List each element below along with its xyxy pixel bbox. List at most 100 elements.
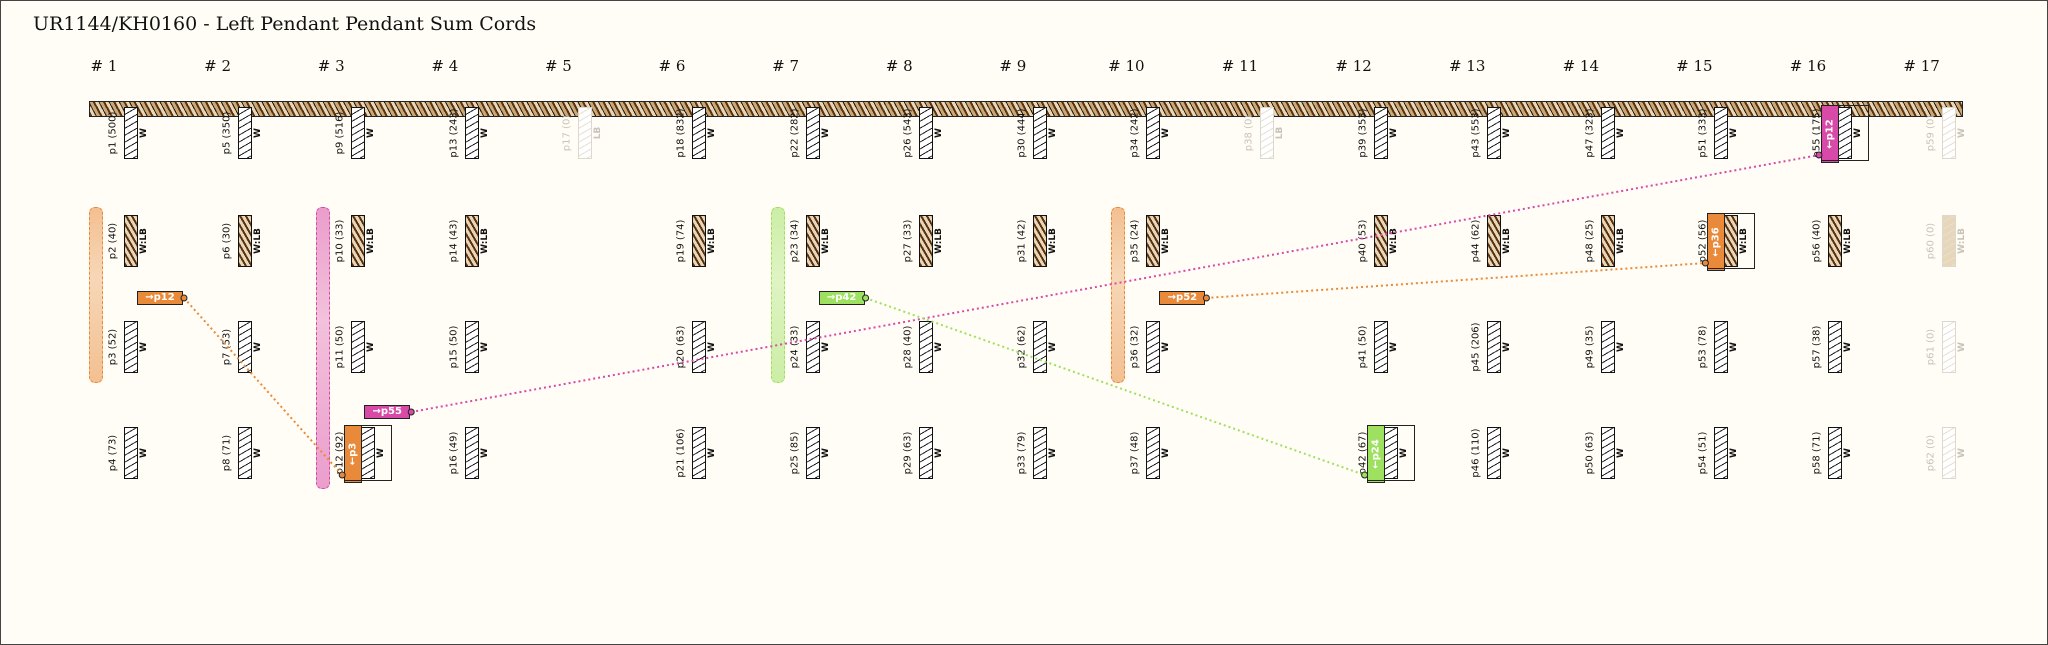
knot-box bbox=[1146, 107, 1161, 159]
pendant-cord[interactable]: p30 (444)W bbox=[1012, 105, 1072, 161]
link-endpoint bbox=[1361, 471, 1369, 479]
pendant-cord[interactable]: p31 (42)W:LB bbox=[1012, 213, 1072, 269]
pendant-cord[interactable]: p33 (79)W bbox=[1012, 425, 1072, 481]
pendant-cord[interactable]: p39 (353)W bbox=[1353, 105, 1413, 161]
sum-link-line bbox=[411, 154, 1820, 413]
pendant-cord[interactable]: p35 (24)W:LB bbox=[1125, 213, 1185, 269]
knot-box bbox=[805, 107, 820, 159]
pendant-cord[interactable]: p36 (32)W bbox=[1125, 319, 1185, 375]
sum-cord-frame bbox=[1821, 105, 1869, 161]
link-endpoint bbox=[1815, 151, 1823, 159]
knot-box bbox=[124, 427, 138, 479]
pendant-cord[interactable]: p53 (78)W bbox=[1693, 319, 1753, 375]
pendant-cord[interactable]: p21 (106)W bbox=[671, 425, 731, 481]
pendant-cord[interactable]: p5 (350)W bbox=[217, 105, 277, 161]
sum-link-line bbox=[865, 297, 1365, 476]
knot-box bbox=[361, 427, 376, 479]
pendant-cord[interactable]: p57 (38)W bbox=[1807, 319, 1867, 375]
pendant-cord[interactable]: p51 (333)W bbox=[1693, 105, 1753, 161]
pendant-cord[interactable]: p29 (63)W bbox=[898, 425, 958, 481]
knot-box bbox=[578, 107, 593, 159]
pendant-cord[interactable]: p8 (71)W bbox=[217, 425, 277, 481]
pendant-cord[interactable]: p28 (40)W bbox=[898, 319, 958, 375]
pendant-cord[interactable]: p41 (50)W bbox=[1353, 319, 1413, 375]
knot-box bbox=[1828, 321, 1842, 373]
pendant-cord[interactable]: p1 (500)W bbox=[103, 105, 163, 161]
pendant-cord[interactable]: p59 (0)W bbox=[1921, 105, 1981, 161]
pendant-cord[interactable]: p46 (110)W bbox=[1466, 425, 1526, 481]
pendant-cord[interactable]: p14 (43)W:LB bbox=[444, 213, 504, 269]
pendant-cord[interactable]: p27 (33)W:LB bbox=[898, 213, 958, 269]
knot-box bbox=[1600, 321, 1615, 373]
knot-box bbox=[1032, 107, 1047, 159]
pendant-cord[interactable]: p2 (40)W:LB bbox=[103, 213, 163, 269]
pendant-cord[interactable]: p15 (50)W bbox=[444, 319, 504, 375]
pendant-cord[interactable]: p18 (832)W bbox=[671, 105, 731, 161]
pendant-cord[interactable]: p16 (49)W bbox=[444, 425, 504, 481]
pendant-cord[interactable]: p25 (85)W bbox=[785, 425, 845, 481]
knot-box bbox=[1373, 107, 1388, 159]
pendant-cord[interactable]: p62 (0)W bbox=[1921, 425, 1981, 481]
pendant-cord[interactable]: p61 (0)W bbox=[1921, 319, 1981, 375]
knot-box bbox=[464, 321, 479, 373]
pendant-cord[interactable]: p22 (282)W bbox=[785, 105, 845, 161]
sum-pointer[interactable]: →p52 bbox=[1159, 291, 1206, 305]
group-header: # 12 bbox=[1335, 57, 1372, 75]
group-header: # 1 bbox=[90, 57, 118, 75]
knot-box bbox=[1714, 107, 1729, 159]
pendant-cord[interactable]: p45 (206)W bbox=[1466, 319, 1526, 375]
pendant-cord[interactable]: p13 (243)W bbox=[444, 105, 504, 161]
knot-box bbox=[1828, 215, 1842, 267]
pendant-cord[interactable]: p20 (63)W bbox=[671, 319, 731, 375]
pendant-cord[interactable]: p50 (63)W bbox=[1580, 425, 1640, 481]
pendant-cord[interactable]: p47 (323)W bbox=[1580, 105, 1640, 161]
knot-box bbox=[1487, 215, 1502, 267]
pendant-cord[interactable]: p38 (0)LB bbox=[1239, 105, 1299, 161]
pendant-cord[interactable]: p48 (25)W:LB bbox=[1580, 213, 1640, 269]
pendant-cord[interactable]: p6 (30)W:LB bbox=[217, 213, 277, 269]
group-header: # 10 bbox=[1108, 57, 1145, 75]
pendant-cord[interactable]: p44 (62)W:LB bbox=[1466, 213, 1526, 269]
sum-bracket bbox=[1111, 207, 1126, 383]
knot-box bbox=[237, 427, 252, 479]
pendant-cord[interactable]: p49 (35)W bbox=[1580, 319, 1640, 375]
pendant-cord[interactable]: p40 (53)W:LB bbox=[1353, 213, 1413, 269]
knot-box bbox=[1146, 321, 1161, 373]
pendant-cord[interactable]: p32 (62)W bbox=[1012, 319, 1072, 375]
pendant-cord[interactable]: p3 (52)W bbox=[103, 319, 163, 375]
pendant-cord[interactable]: p23 (34)W:LB bbox=[785, 213, 845, 269]
pendant-cord[interactable]: p56 (40)W:LB bbox=[1807, 213, 1867, 269]
page-title: UR1144/KH0160 - Left Pendant Pendant Sum… bbox=[33, 13, 537, 35]
group-header: # 15 bbox=[1676, 57, 1713, 75]
pendant-cord[interactable]: p26 (543)W bbox=[898, 105, 958, 161]
group-header: # 5 bbox=[544, 57, 572, 75]
pendant-cord[interactable]: p4 (73)W bbox=[103, 425, 163, 481]
pendant-cord[interactable]: p17 (0)LB bbox=[557, 105, 617, 161]
sum-link-line bbox=[183, 297, 343, 476]
knot-box bbox=[919, 321, 934, 373]
pendant-cord[interactable]: p10 (33)W:LB bbox=[330, 213, 390, 269]
pendant-cord[interactable]: p11 (50)W bbox=[330, 319, 390, 375]
knot-box bbox=[1600, 215, 1615, 267]
knot-box bbox=[124, 107, 138, 159]
knot-box bbox=[692, 107, 706, 159]
group-header: # 4 bbox=[431, 57, 459, 75]
pendant-cord[interactable]: p7 (53)W bbox=[217, 319, 277, 375]
pendant-cord[interactable]: p37 (48)W bbox=[1125, 425, 1185, 481]
knot-box bbox=[1600, 427, 1615, 479]
pendant-cord[interactable]: p9 (516)W bbox=[330, 105, 390, 161]
knot-box bbox=[124, 215, 138, 267]
pendant-cord[interactable]: p60 (0)W:LB bbox=[1921, 213, 1981, 269]
pendant-cord[interactable]: p58 (71)W bbox=[1807, 425, 1867, 481]
sum-pointer[interactable]: →p12 bbox=[137, 291, 183, 305]
pendant-cord[interactable]: p34 (242)W bbox=[1125, 105, 1185, 161]
knot-box bbox=[237, 107, 252, 159]
pendant-cord[interactable]: p54 (51)W bbox=[1693, 425, 1753, 481]
pendant-cord[interactable]: p43 (553)W bbox=[1466, 105, 1526, 161]
pendant-cord[interactable]: p19 (74)W:LB bbox=[671, 213, 731, 269]
pendant-cord[interactable]: p24 (33)W bbox=[785, 319, 845, 375]
